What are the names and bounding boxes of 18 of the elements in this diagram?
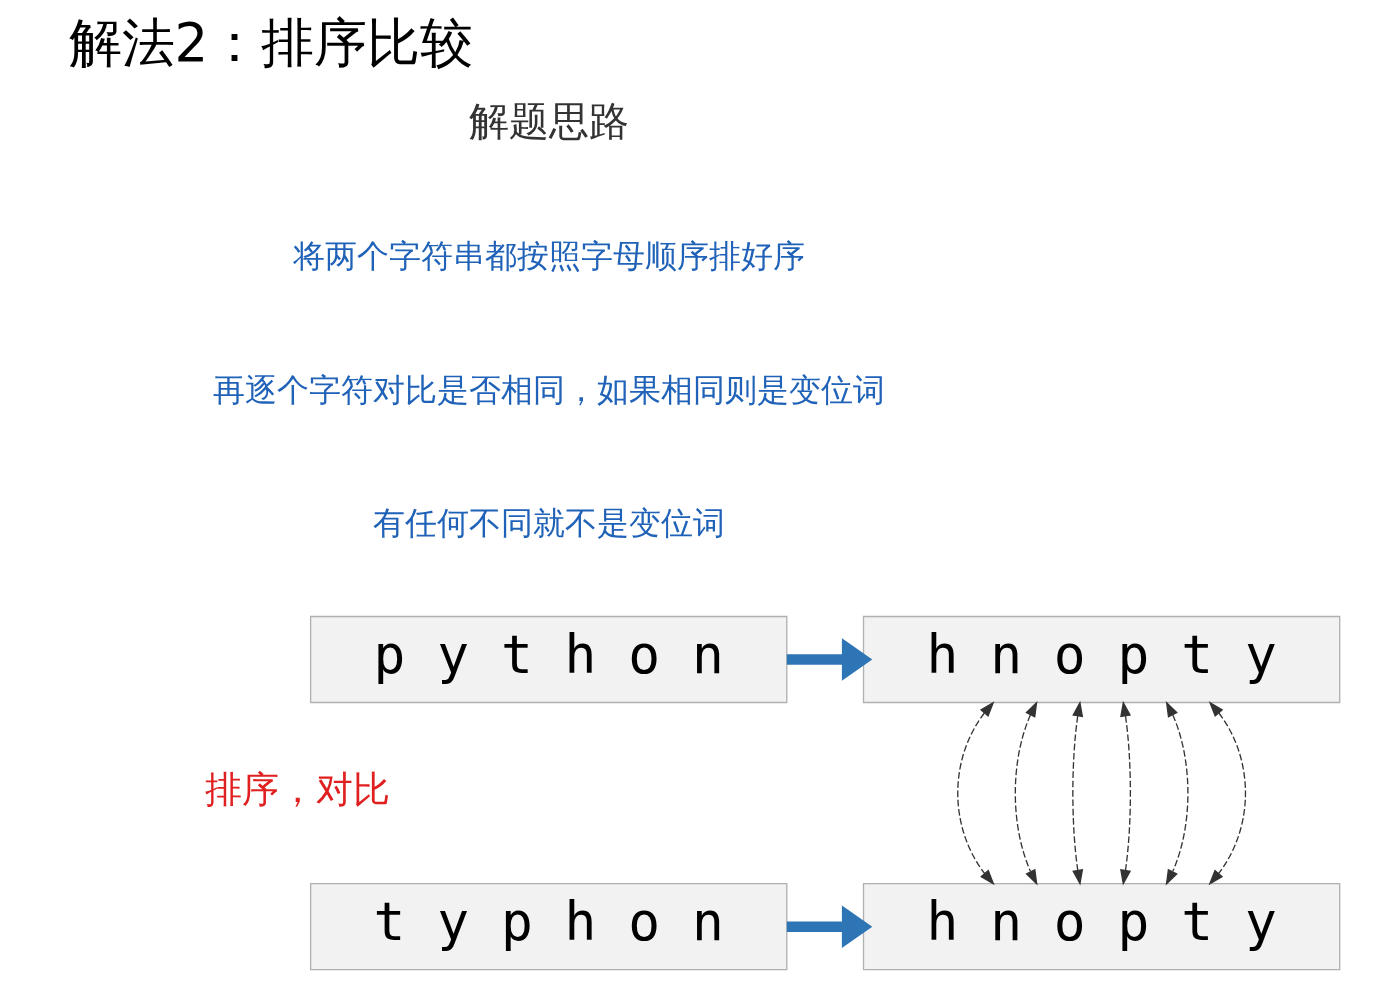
node-box: t y p h o n [309, 883, 788, 971]
arrow [786, 905, 873, 948]
arrow [1072, 700, 1084, 886]
arrow [957, 701, 995, 886]
label: 排序，对比 [204, 768, 390, 812]
diagram-title: 解法2：排序比较 [68, 11, 474, 73]
node-box: h n o p t y [862, 883, 1341, 971]
node-box: h n o p t y [862, 615, 1341, 704]
arrow [786, 638, 873, 681]
label: 有任何不同就不是变位词 [372, 505, 725, 542]
label: 再逐个字符对比是否相同，如果相同则是变位词 [212, 371, 885, 408]
arrow [1014, 700, 1038, 886]
node-box: p y t h o n [309, 615, 788, 704]
arrow [1208, 701, 1247, 886]
arrow [1165, 700, 1189, 886]
label: 将两个字符串都按照字母顺序排好序 [292, 237, 805, 274]
arrow [1120, 700, 1132, 886]
label: 解题思路 [468, 98, 629, 145]
